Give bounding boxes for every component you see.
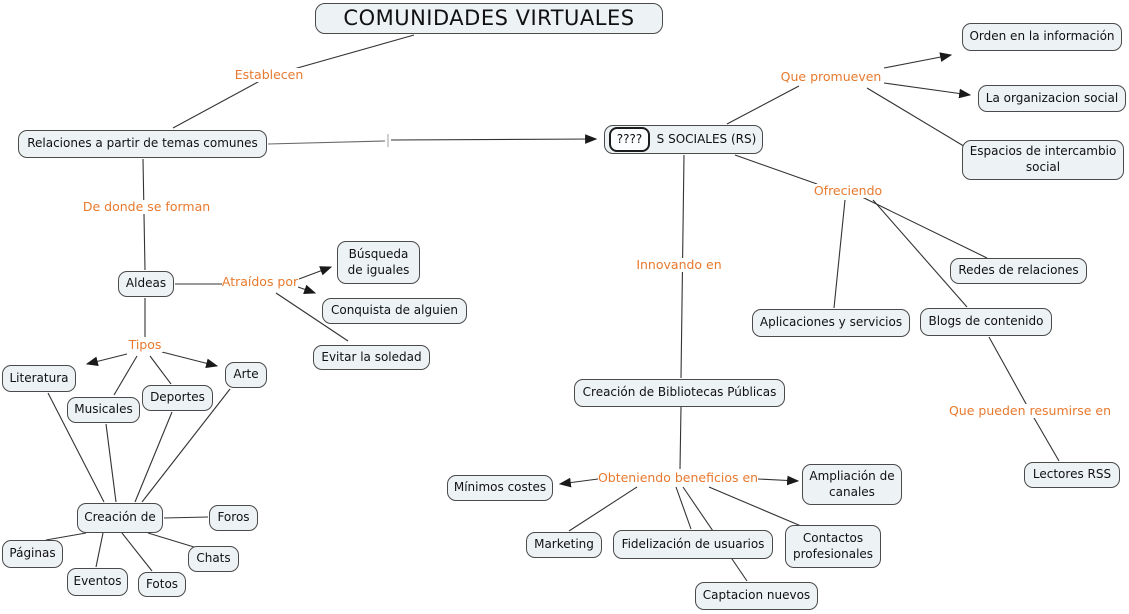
connector-line <box>47 392 105 503</box>
connector-line <box>172 75 270 129</box>
concept-node-paginas[interactable]: Páginas <box>2 540 63 568</box>
connector-line <box>149 355 172 385</box>
link-label-de-donde-se-forman[interactable]: De donde se forman <box>82 198 211 214</box>
concept-node-aplicaciones-servicios[interactable]: Aplicaciones y servicios <box>752 309 910 337</box>
connector-line <box>734 154 818 185</box>
connector-line <box>708 486 802 527</box>
concept-node-redes-relaciones[interactable]: Redes de relaciones <box>950 258 1087 284</box>
link-label-atraidos-por[interactable]: Atraídos por <box>221 274 299 290</box>
connector-line <box>883 82 972 99</box>
connector-line <box>141 388 231 503</box>
connector-line <box>726 85 800 125</box>
connector-line <box>861 196 988 259</box>
connector-line <box>275 292 349 342</box>
concept-node-arte[interactable]: Arte <box>225 362 267 388</box>
connector-line <box>113 355 138 396</box>
concept-node-ampliacion-canales[interactable]: Ampliación de canales <box>802 464 902 505</box>
connector-line <box>85 353 128 367</box>
connector-line <box>757 475 800 486</box>
connector-line <box>866 87 968 149</box>
connector-line <box>568 486 638 532</box>
concept-node-organizacion-social[interactable]: La organizacion social <box>978 85 1126 112</box>
link-label-que-pueden-resumirse-en[interactable]: Que pueden resumirse en <box>948 402 1112 418</box>
concept-node-marketing[interactable]: Marketing <box>526 532 602 558</box>
concept-node-literatura[interactable]: Literatura <box>2 365 76 392</box>
connector-line <box>872 199 968 308</box>
link-label-que-promueven[interactable]: Que promueven <box>780 68 882 84</box>
concept-node-lectores-rss[interactable]: Lectores RSS <box>1024 462 1120 488</box>
connector-line <box>1029 410 1060 462</box>
connector-line <box>163 516 209 519</box>
connector-line <box>390 134 598 144</box>
connector-line <box>558 477 599 488</box>
connector-line <box>267 140 386 145</box>
concept-node-relaciones-temas-comunes[interactable]: Relaciones a partir de temas comunes <box>18 130 267 158</box>
concept-node-espacios-intercambio[interactable]: Espacios de intercambio social <box>962 140 1124 180</box>
connector-line <box>142 158 146 271</box>
connector-line <box>95 532 104 568</box>
link-label-establecen[interactable]: Establecen <box>234 66 304 82</box>
link-label-ofreciendo[interactable]: Ofreciendo <box>813 182 883 198</box>
concept-node-evitar-soledad[interactable]: Evitar la soledad <box>313 345 430 370</box>
connector-line <box>121 532 153 572</box>
concept-node-captacion-nuevos[interactable]: Captacion nuevos <box>695 582 818 610</box>
connector-line <box>988 336 1031 412</box>
concept-node-fidelizacion-usuarios[interactable]: Fidelización de usuarios <box>613 530 773 559</box>
connector-line <box>105 423 117 503</box>
concept-node-blogs-contenido[interactable]: Blogs de contenido <box>920 308 1052 336</box>
concept-node-creacion-de[interactable]: Creación de <box>77 503 163 533</box>
connector-line <box>679 406 682 470</box>
connector-line <box>883 52 953 69</box>
link-label-obteniendo-beneficios-en[interactable]: Obteniendo beneficios en <box>597 469 759 485</box>
concept-node-title[interactable]: COMUNIDADES VIRTUALES <box>315 3 663 34</box>
concept-node-bibliotecas-publicas[interactable]: Creación de Bibliotecas Públicas <box>574 379 785 407</box>
concept-node-minimos-costes[interactable]: Mínimos costes <box>447 475 553 501</box>
concept-node-orden-informacion[interactable]: Orden en la información <box>962 23 1122 51</box>
connector-line <box>675 486 692 530</box>
concept-node-busqueda-iguales[interactable]: Búsqueda de iguales <box>337 241 420 284</box>
concept-node-foros[interactable]: Foros <box>209 505 258 531</box>
connector-line <box>833 199 846 309</box>
link-label-innovando-en[interactable]: Innovando en <box>636 256 722 272</box>
concept-node-contactos-profesionales[interactable]: Contactos profesionales <box>785 525 881 568</box>
connector-line <box>297 284 317 294</box>
concept-node-musicales[interactable]: Musicales <box>67 397 140 423</box>
concept-node-deportes[interactable]: Deportes <box>142 385 213 411</box>
connector-line <box>147 532 195 548</box>
concept-node-conquista-alguien[interactable]: Conquista de alguien <box>322 298 467 324</box>
concept-node-eventos[interactable]: Eventos <box>67 568 128 596</box>
concept-node-aldeas[interactable]: Aldeas <box>118 271 174 297</box>
connector-lines <box>45 34 1060 582</box>
connector-line <box>298 266 333 280</box>
connector-line <box>134 411 173 503</box>
connector-line <box>45 532 87 541</box>
connector-line <box>161 351 219 369</box>
link-label-tipos[interactable]: Tipos <box>127 336 163 352</box>
concept-node-edit-box[interactable]: ???? <box>609 127 650 152</box>
concept-node-chats[interactable]: Chats <box>188 546 239 572</box>
concept-node-fotos[interactable]: Fotos <box>138 572 186 597</box>
